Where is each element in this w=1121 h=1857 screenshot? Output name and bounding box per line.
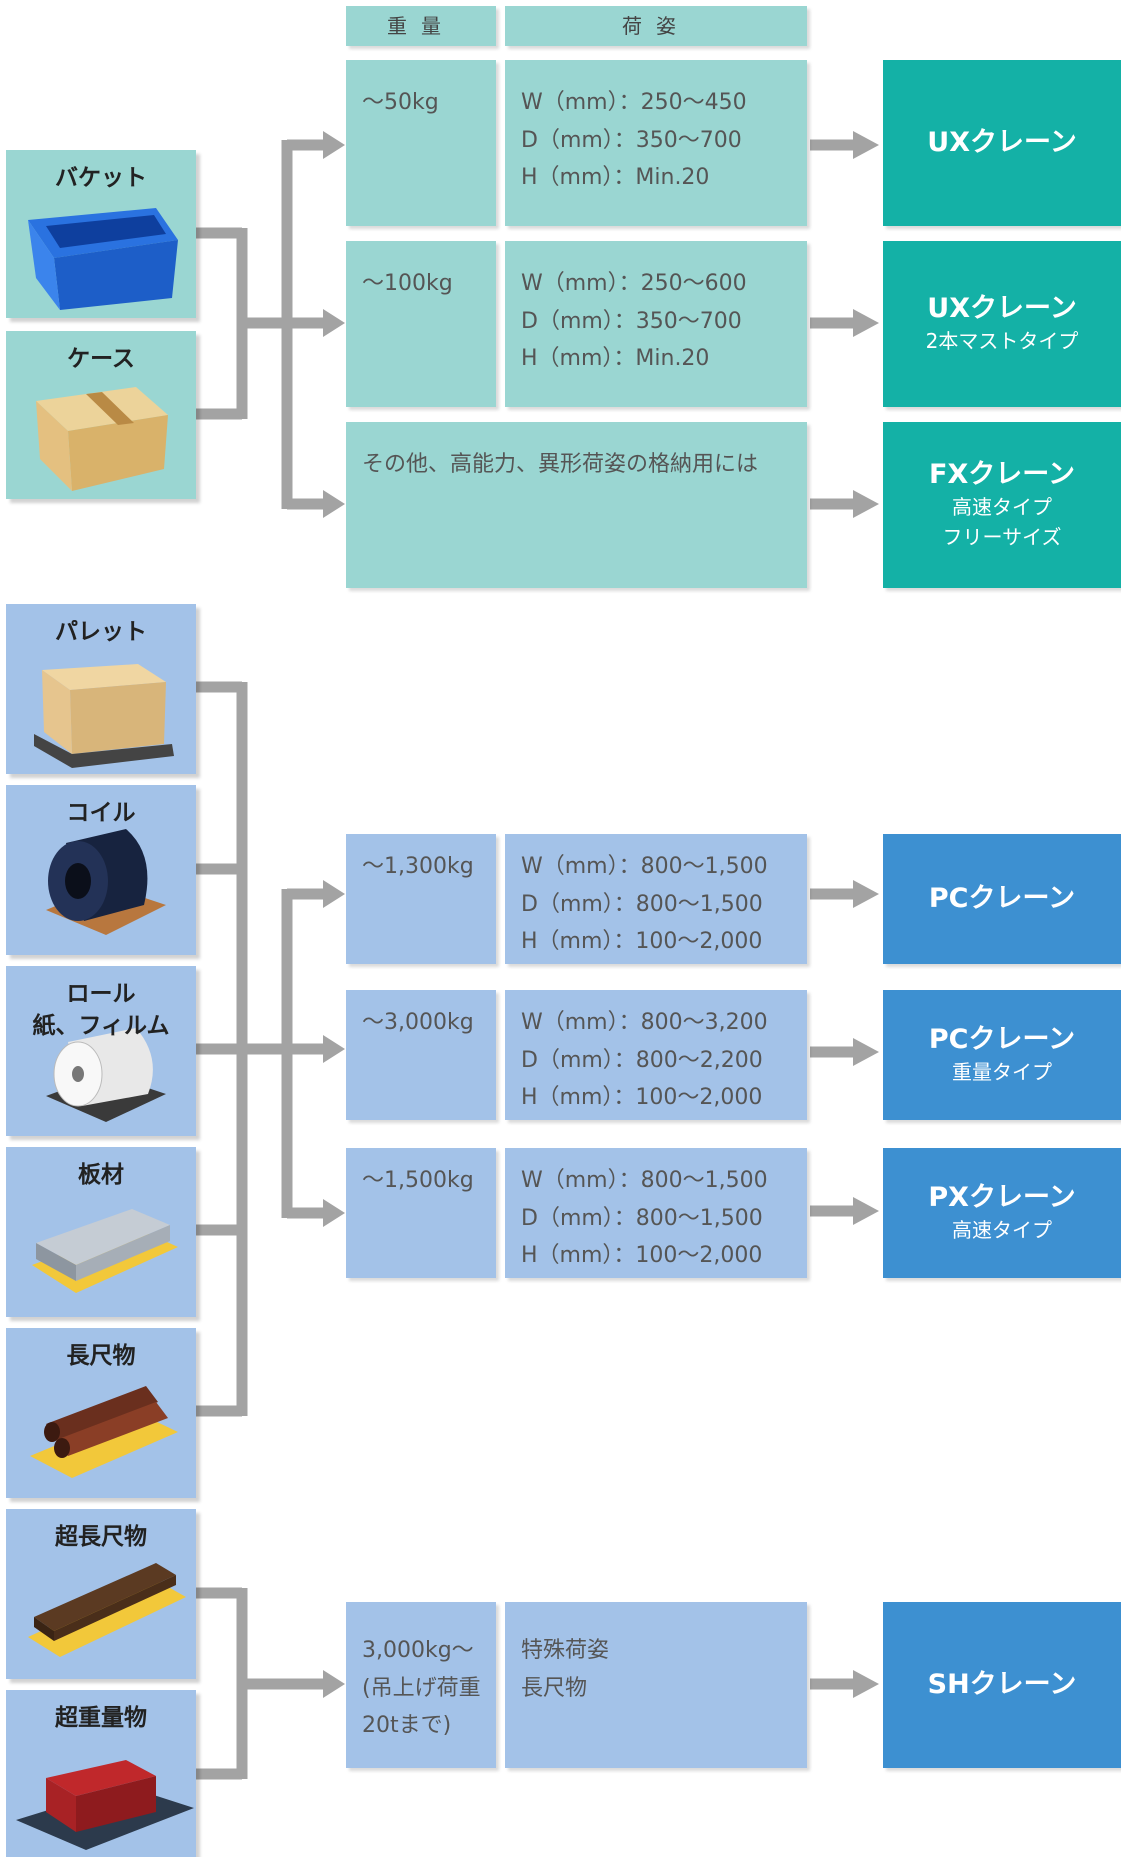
form-cell: W（mm）：250〜600 D（mm）：350〜700 H（mm）：Min.20 bbox=[505, 241, 807, 407]
crane-name: SHクレーン bbox=[927, 1669, 1077, 1700]
paper-roll-icon bbox=[46, 1028, 166, 1122]
bucket-icon bbox=[28, 208, 178, 310]
heavy-object-icon bbox=[16, 1760, 194, 1850]
other-cell: その他、高能力、異形荷姿の格納用には bbox=[346, 422, 807, 588]
item-pallet: パレット bbox=[6, 604, 196, 774]
weight-cell: 〜50kg bbox=[346, 60, 496, 226]
crane-ux: UXクレーン bbox=[883, 60, 1121, 226]
item-long: 長尺物 bbox=[6, 1328, 196, 1498]
crane-subtitle: 高速タイプ bbox=[952, 1218, 1052, 1242]
crane-pc-heavy: PCクレーン 重量タイプ bbox=[883, 990, 1121, 1120]
item-heavy: 超重量物 bbox=[6, 1690, 196, 1857]
item-case: ケース bbox=[6, 331, 196, 499]
weight-cell: 〜1,500kg bbox=[346, 1148, 496, 1278]
item-bucket: バケット bbox=[6, 150, 196, 318]
item-label: 超長尺物 bbox=[55, 1524, 147, 1550]
extra-long-object-icon bbox=[28, 1563, 186, 1657]
item-label: コイル bbox=[66, 800, 136, 826]
header-weight: 重量 bbox=[346, 6, 496, 46]
cardboard-box-icon bbox=[36, 387, 168, 491]
weight-cell: 〜1,300kg bbox=[346, 834, 496, 964]
item-label: パレット bbox=[55, 619, 147, 645]
crane-subtitle: 高速タイプ フリーサイズ bbox=[942, 495, 1062, 549]
form-cell: W（mm）：800〜1,500 D（mm）：800〜1,500 H（mm）：10… bbox=[505, 1148, 807, 1278]
crane-name: PXクレーン bbox=[928, 1182, 1076, 1213]
crane-name: PCクレーン bbox=[928, 1024, 1076, 1055]
crane-ux-2mast: UXクレーン 2本マストタイプ bbox=[883, 241, 1121, 407]
crane-name: FXクレーン bbox=[929, 459, 1075, 490]
crane-name: PCクレーン bbox=[928, 883, 1076, 914]
item-plate: 板材 bbox=[6, 1147, 196, 1317]
item-label: 板材 bbox=[78, 1162, 124, 1188]
weight-cell: 〜100kg bbox=[346, 241, 496, 407]
item-roll: ロール 紙、フィルム bbox=[6, 966, 196, 1136]
crane-sh: SHクレーン bbox=[883, 1602, 1121, 1768]
long-object-icon bbox=[30, 1386, 178, 1478]
item-label: 超重量物 bbox=[55, 1705, 147, 1731]
item-label: 長尺物 bbox=[66, 1343, 136, 1369]
crane-pc: PCクレーン bbox=[883, 834, 1121, 964]
item-label: ロール 紙、フィルム bbox=[32, 981, 170, 1039]
crane-subtitle: 重量タイプ bbox=[952, 1060, 1052, 1084]
form-cell: W（mm）：800〜1,500 D（mm）：800〜1,500 H（mm）：10… bbox=[505, 834, 807, 964]
item-extra-long: 超長尺物 bbox=[6, 1509, 196, 1679]
header-form: 荷姿 bbox=[505, 6, 807, 46]
weight-cell: 〜3,000kg bbox=[346, 990, 496, 1120]
item-label: ケース bbox=[67, 346, 135, 372]
crane-name: UXクレーン bbox=[927, 293, 1077, 324]
crane-px: PXクレーン 高速タイプ bbox=[883, 1148, 1121, 1278]
crane-subtitle: 2本マストタイプ bbox=[925, 329, 1079, 353]
item-label: バケット bbox=[55, 165, 147, 191]
form-cell: 特殊荷姿 長尺物 bbox=[505, 1602, 807, 1768]
pallet-icon bbox=[34, 664, 174, 768]
crane-name: UXクレーン bbox=[927, 127, 1077, 158]
coil-icon bbox=[46, 829, 166, 935]
form-cell: W（mm）：250〜450 D（mm）：350〜700 H（mm）：Min.20 bbox=[505, 60, 807, 226]
form-cell: W（mm）：800〜3,200 D（mm）：800〜2,200 H（mm）：10… bbox=[505, 990, 807, 1120]
weight-cell: 3,000kg〜 (吊上げ荷重 20tまで) bbox=[346, 1602, 496, 1768]
crane-fx: FXクレーン 高速タイプ フリーサイズ bbox=[883, 422, 1121, 588]
item-coil: コイル bbox=[6, 785, 196, 955]
metal-plate-icon bbox=[32, 1209, 178, 1293]
